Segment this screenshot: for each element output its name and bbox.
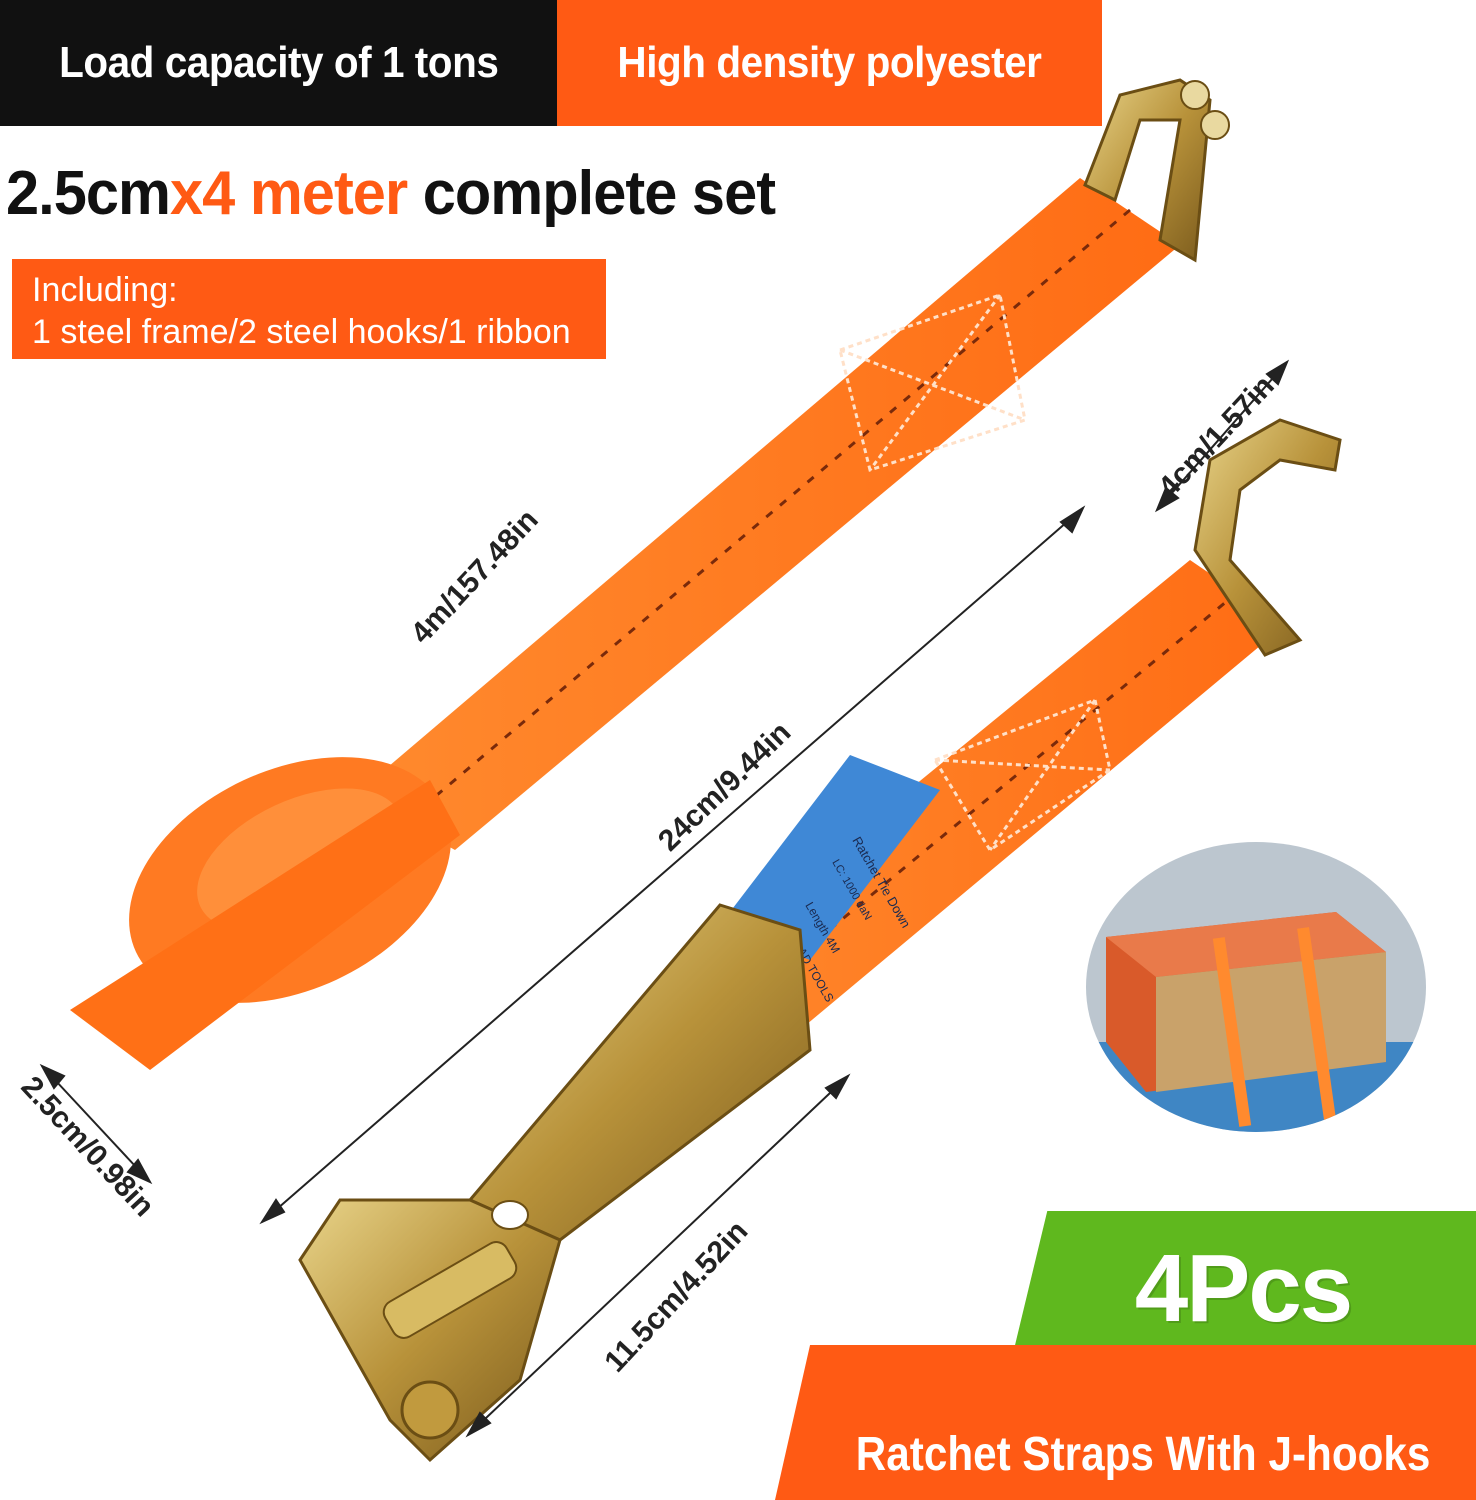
dimension-arrows (39, 359, 1290, 1438)
quantity-text: 4Pcs (1134, 1234, 1353, 1342)
cargo-box-image (1086, 912, 1426, 1132)
bottom-j-hook-icon (1193, 418, 1342, 657)
including-items: 1 steel frame/2 steel hooks/1 ribbon (32, 313, 571, 351)
usage-photo (1086, 842, 1426, 1132)
headline-width: 2.5cm (6, 159, 171, 228)
long-strap (70, 178, 1180, 1070)
ratchet-buckle-icon (298, 903, 812, 1463)
product-name-text: Ratchet Straps With J-hooks (855, 1428, 1431, 1481)
material-text: High density polyester (617, 38, 1042, 87)
load-capacity-banner: Load capacity of 1 tons (0, 0, 557, 126)
material-banner: High density polyester (557, 0, 1102, 126)
headline-set: complete set (407, 159, 776, 228)
including-title: Including: (32, 271, 178, 309)
product-name-banner: Ratchet Straps With J-hooks (775, 1345, 1476, 1500)
headline-length: x4 meter (169, 159, 408, 228)
top-j-hook-icon (1083, 78, 1230, 263)
including-box: Including: 1 steel frame/2 steel hooks/1… (12, 259, 606, 359)
load-capacity-text: Load capacity of 1 tons (58, 38, 499, 87)
size-headline: 2.5cmx4 meter complete set (6, 158, 776, 229)
quantity-badge: 4Pcs (1010, 1211, 1476, 1366)
